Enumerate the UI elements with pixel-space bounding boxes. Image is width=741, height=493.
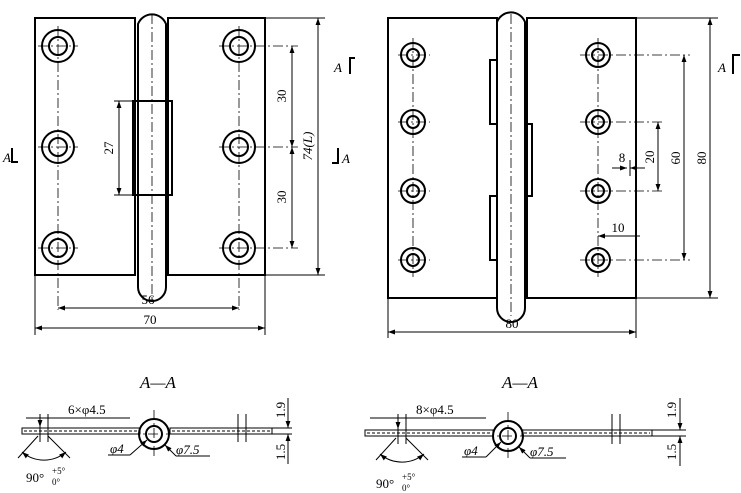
right-section-thickness-top: 1.9: [664, 402, 679, 418]
right-hinge-left-leaf: [387, 17, 498, 299]
right-hinge-knuckle: [496, 11, 526, 323]
svg-text:A: A: [2, 150, 11, 165]
left-section-tol-upper: +5°: [52, 466, 66, 476]
left-dim-74L: 74(L): [300, 132, 315, 161]
left-view-section-marker-left: A: [2, 148, 18, 165]
left-section-title: A—A: [139, 373, 177, 392]
left-view-section-marker-top: A: [333, 57, 355, 75]
left-hinge-left-leaf: [34, 17, 136, 276]
right-section-angle: 90°: [376, 476, 394, 491]
left-section-thickness-bottom: 1.5: [273, 444, 288, 460]
right-section-knuckle-dia: φ7.5: [530, 444, 554, 459]
right-hinge-right-leaf: [526, 17, 637, 299]
right-view-section-marker: A: [717, 54, 740, 75]
svg-text:A: A: [341, 151, 350, 166]
left-dim-30-bottom: 30: [274, 191, 289, 204]
right-section-view: A—A 8×φ4.5 φ4 φ7.5 1.9 1.5 90° +5° 0°: [364, 373, 686, 493]
right-dim-8: 8: [619, 150, 626, 165]
left-section-angle: 90°: [26, 470, 44, 485]
right-dim-20: 20: [642, 151, 657, 164]
right-dim-10: 10: [612, 220, 625, 235]
right-dim-60: 60: [668, 152, 683, 165]
right-section-thickness-bottom: 1.5: [664, 444, 679, 460]
left-dim-56: 56: [142, 292, 156, 307]
left-dim-27: 27: [101, 141, 116, 155]
right-section-title: A—A: [501, 373, 539, 392]
right-hinge-holes: [398, 38, 690, 277]
left-section-tol-lower: 0°: [52, 477, 61, 487]
left-section-thickness-top: 1.9: [273, 402, 288, 418]
right-section-holes: 8×φ4.5: [416, 402, 454, 417]
right-dim-80-height: 80: [694, 152, 709, 165]
left-hinge-view: 27 30 30 74(L) 56 70 A A A: [2, 13, 355, 335]
left-dim-70: 70: [144, 312, 157, 327]
left-view-section-marker-right: A: [332, 148, 350, 166]
right-hinge-view: 8 20 60 80 10 80 A: [387, 11, 740, 338]
right-section-pin-dia: φ4: [464, 443, 478, 458]
left-dim-30-top: 30: [274, 90, 289, 103]
left-hinge-right-leaf: [167, 17, 266, 276]
right-section-tol-lower: 0°: [402, 483, 411, 493]
svg-text:A: A: [717, 60, 726, 75]
left-section-view: A—A 6×φ4.5 φ4 φ7.5 1.9 1.5: [17, 373, 292, 487]
right-dim-80-width: 80: [506, 316, 519, 331]
left-section-pin-dia: φ4: [110, 441, 124, 456]
left-section-knuckle-dia: φ7.5: [176, 442, 200, 457]
left-section-holes: 6×φ4.5: [68, 402, 106, 417]
left-hinge-holes: [38, 26, 298, 310]
left-hinge-knuckle: [137, 13, 167, 302]
right-section-tol-upper: +5°: [402, 472, 416, 482]
svg-text:A: A: [333, 60, 342, 75]
left-hinge-knuckle-segment: [132, 100, 173, 196]
